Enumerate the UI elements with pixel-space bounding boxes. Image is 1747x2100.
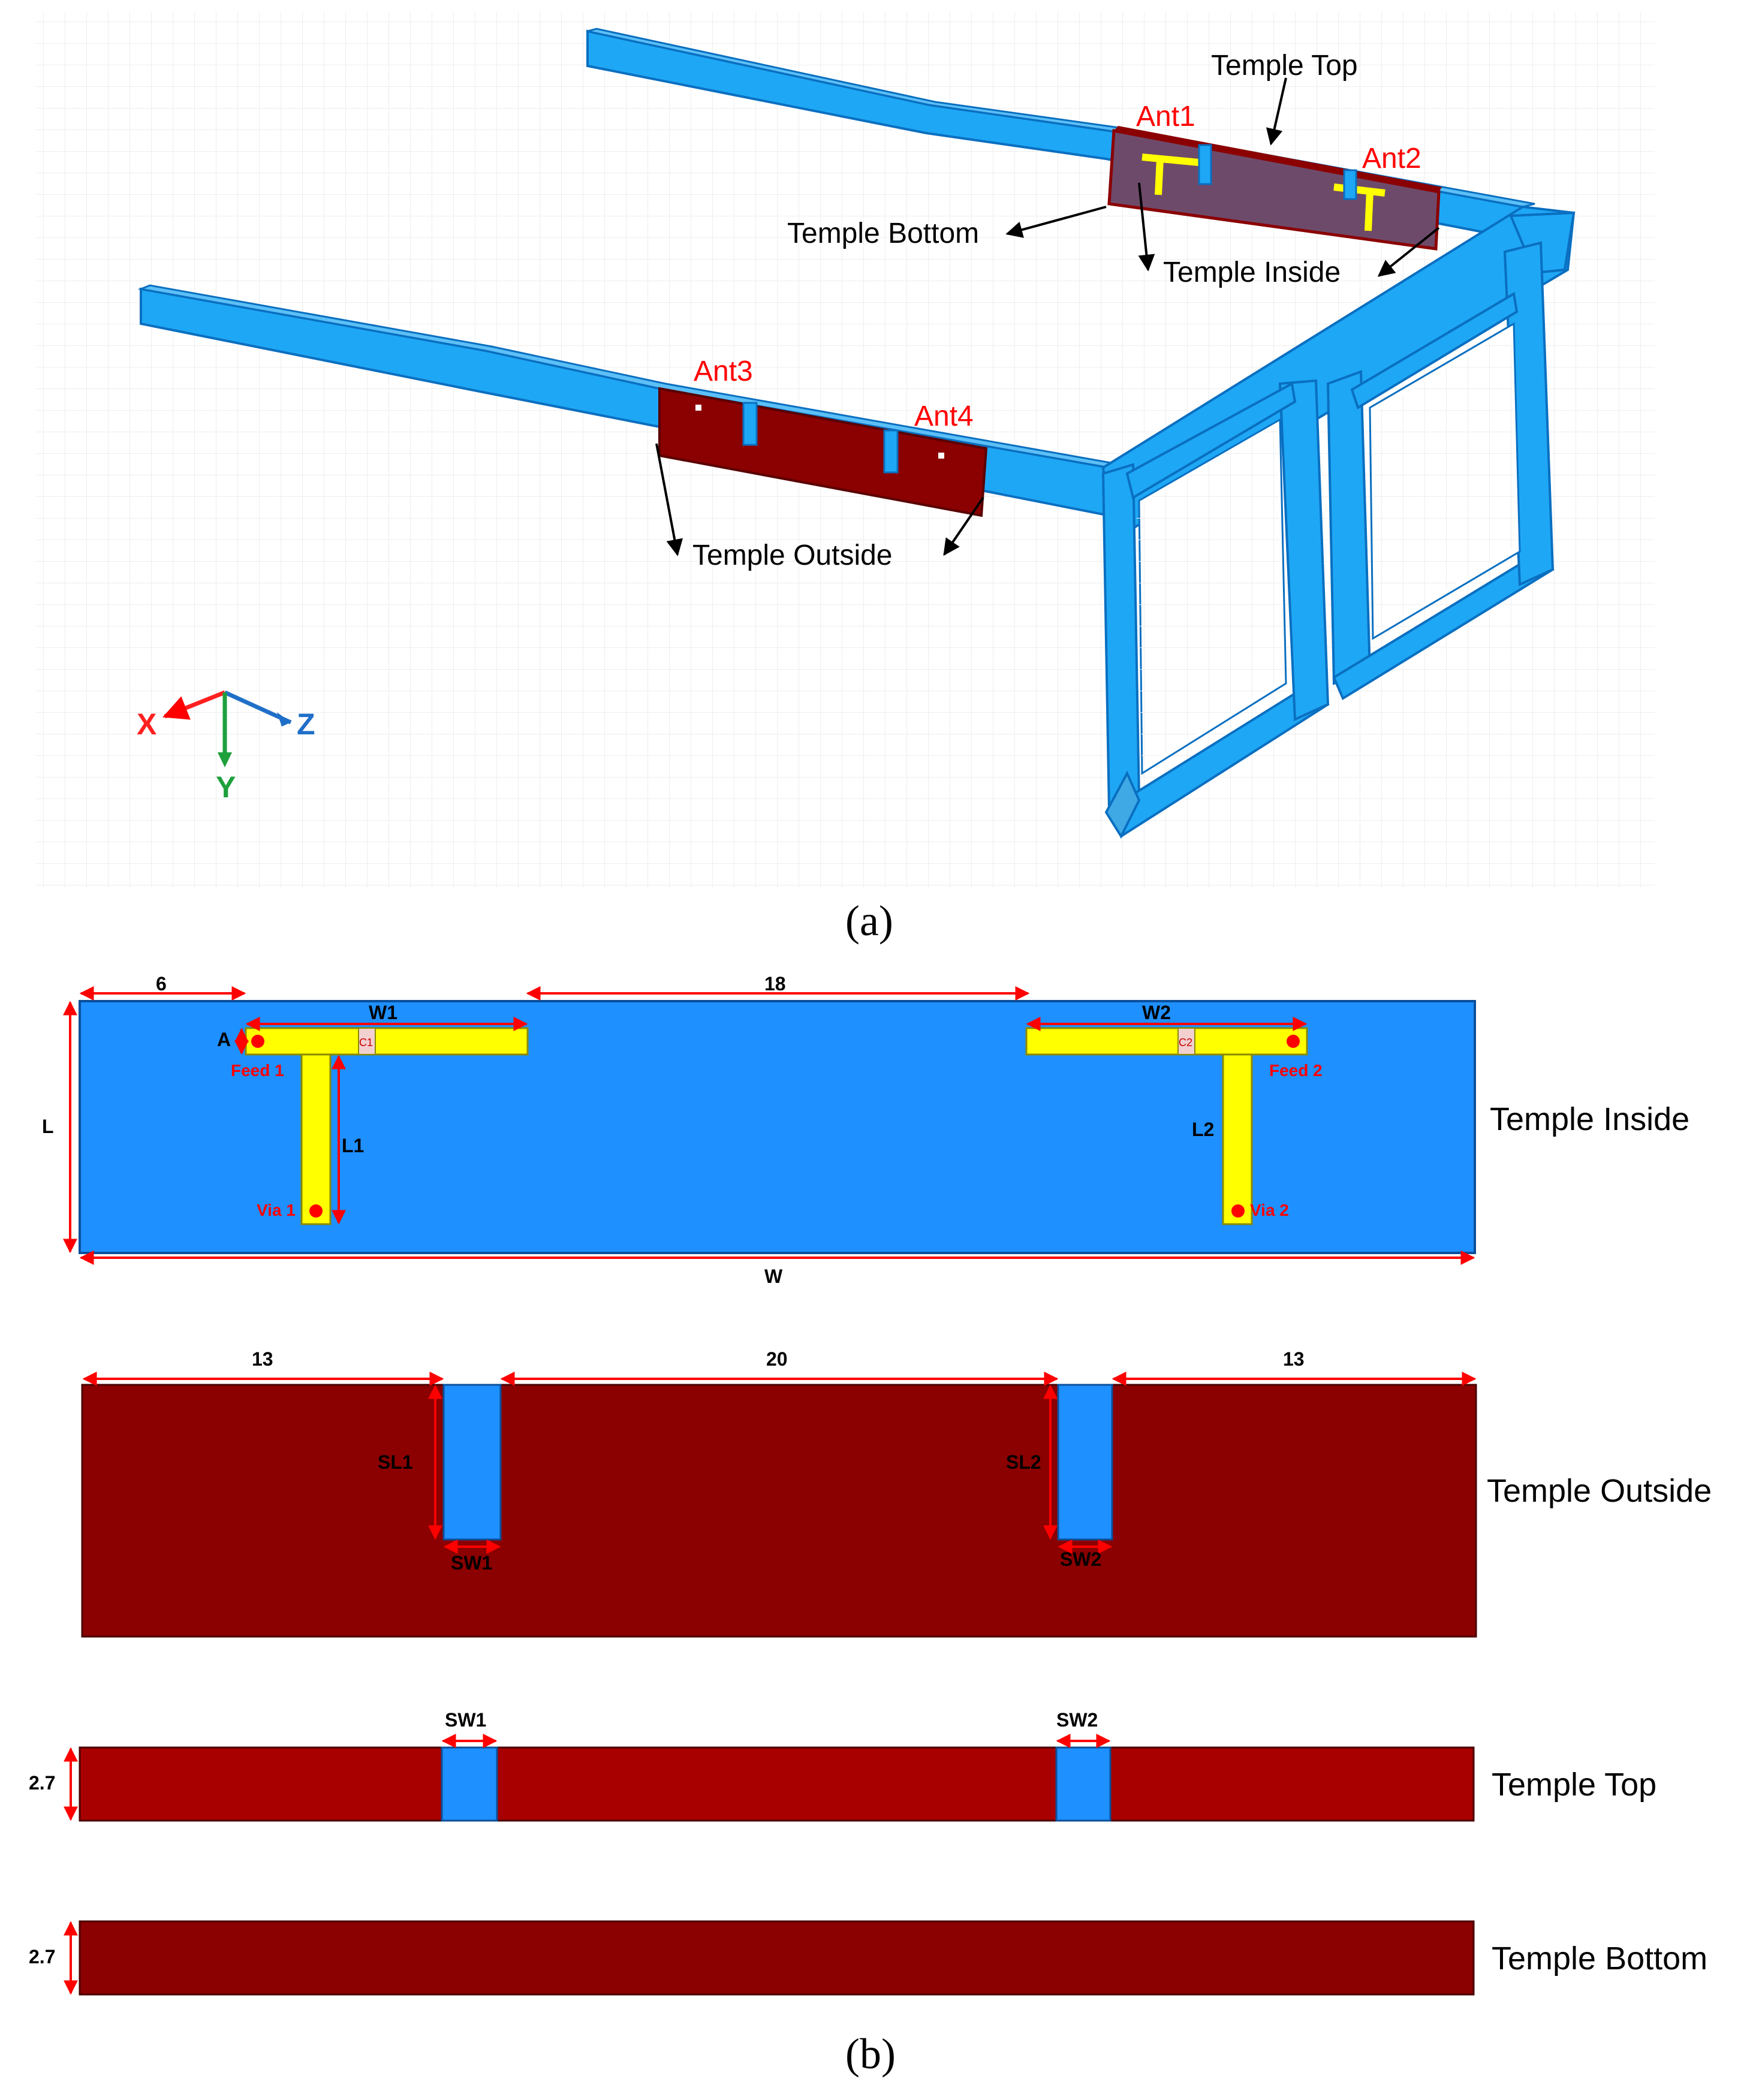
label-via-1: Via 1 [257, 1201, 296, 1219]
antenna-2-arm [1025, 1027, 1308, 1056]
antenna-1-leg [300, 1053, 332, 1225]
top-slot-1 [441, 1746, 498, 1822]
dim-18: 18 [764, 973, 786, 995]
caption-b: (b) [845, 2030, 896, 2078]
via-2-dot [1231, 1204, 1245, 1218]
panel-b: 6 18 W1 W2 A C1 C2 Feed 1 Feed 2 L L1 L2… [29, 973, 1712, 2078]
left-temple-antenna-area [658, 387, 988, 517]
label-via-2: Via 2 [1250, 1201, 1289, 1219]
feed-2-dot [1287, 1035, 1300, 1048]
label-w2: W2 [1142, 1002, 1171, 1023]
dim-6: 6 [156, 973, 167, 995]
label-sw2-outside: SW2 [1060, 1548, 1101, 1570]
label-a: A [217, 1029, 231, 1050]
label-ant2: Ant2 [1362, 143, 1421, 174]
title-temple-inside: Temple Inside [1490, 1101, 1689, 1137]
glasses-frame [1101, 205, 1576, 839]
temple-inside-layout: 6 18 W1 W2 A C1 C2 Feed 1 Feed 2 L L1 L2… [42, 973, 1689, 1287]
caption-a: (a) [845, 897, 893, 945]
dim-13-left: 13 [252, 1348, 273, 1370]
label-feed-2: Feed 2 [1269, 1061, 1323, 1080]
antenna-2-leg [1222, 1053, 1253, 1225]
label-temple-outside: Temple Outside [692, 540, 893, 571]
label-top-height: 2.7 [29, 1772, 55, 1794]
panel-a: Temple Top Ant1 Ant2 Temple Bottom Templ… [36, 12, 1655, 945]
axis-triad: X Z Y [137, 690, 315, 804]
label-temple-top: Temple Top [1211, 50, 1358, 82]
label-temple-bottom: Temple Bottom [787, 218, 979, 249]
label-c2: C2 [1179, 1037, 1192, 1049]
left-temple [137, 284, 1122, 517]
label-c1: C1 [359, 1037, 373, 1049]
label-sw2-top: SW2 [1056, 1709, 1098, 1731]
label-temple-inside: Temple Inside [1163, 257, 1341, 288]
slot-2 [1057, 1384, 1113, 1541]
label-l: L [42, 1116, 54, 1137]
outside-copper [81, 1384, 1477, 1638]
title-temple-bottom: Temple Bottom [1492, 1941, 1707, 1977]
antenna-trace [1141, 153, 1385, 231]
label-l1: L1 [342, 1135, 364, 1156]
slot-1 [442, 1384, 502, 1541]
temple-bottom-layout: 2.7 Temple Bottom [29, 1920, 1707, 1996]
top-copper [79, 1746, 1475, 1822]
axis-x-label: X [137, 707, 156, 741]
label-ant1: Ant1 [1136, 101, 1195, 132]
axis-z-label: Z [297, 707, 315, 741]
antenna-1-arm [245, 1027, 529, 1056]
right-temple [586, 28, 1535, 251]
inside-dimension-lines [63, 986, 1475, 1265]
temple-top-layout: SW1 SW2 2.7 Temple Top [29, 1709, 1656, 1822]
top-slot-2 [1055, 1746, 1112, 1822]
label-ant4: Ant4 [914, 400, 974, 432]
dim-13-right: 13 [1283, 1348, 1305, 1370]
label-bottom-height: 2.7 [29, 1946, 55, 1968]
label-l2: L2 [1192, 1119, 1214, 1140]
label-sl2: SL2 [1006, 1451, 1041, 1473]
bottom-copper [79, 1920, 1475, 1996]
dim-20: 20 [766, 1348, 788, 1370]
label-sw1-top: SW1 [445, 1709, 486, 1731]
top-dimension-lines [64, 1734, 1111, 1821]
axis-y-label: Y [216, 770, 236, 804]
capacitor-c1 [358, 1028, 376, 1055]
label-ant3: Ant3 [694, 355, 753, 387]
label-feed-1: Feed 1 [231, 1061, 284, 1080]
temple-outside-layout: 13 20 13 SL1 SL2 SW1 SW2 Temple Outside [81, 1348, 1712, 1638]
label-w1: W1 [369, 1002, 397, 1023]
label-sw1-outside: SW1 [451, 1552, 492, 1574]
label-w: W [764, 1266, 783, 1287]
via-1-dot [309, 1204, 323, 1218]
title-temple-top: Temple Top [1492, 1767, 1656, 1803]
outside-dimension-lines [82, 1372, 1477, 1554]
title-temple-outside: Temple Outside [1487, 1473, 1712, 1509]
label-sl1: SL1 [378, 1451, 413, 1473]
annotation-arrows-a [655, 77, 1440, 556]
feed-1-dot [251, 1035, 264, 1048]
